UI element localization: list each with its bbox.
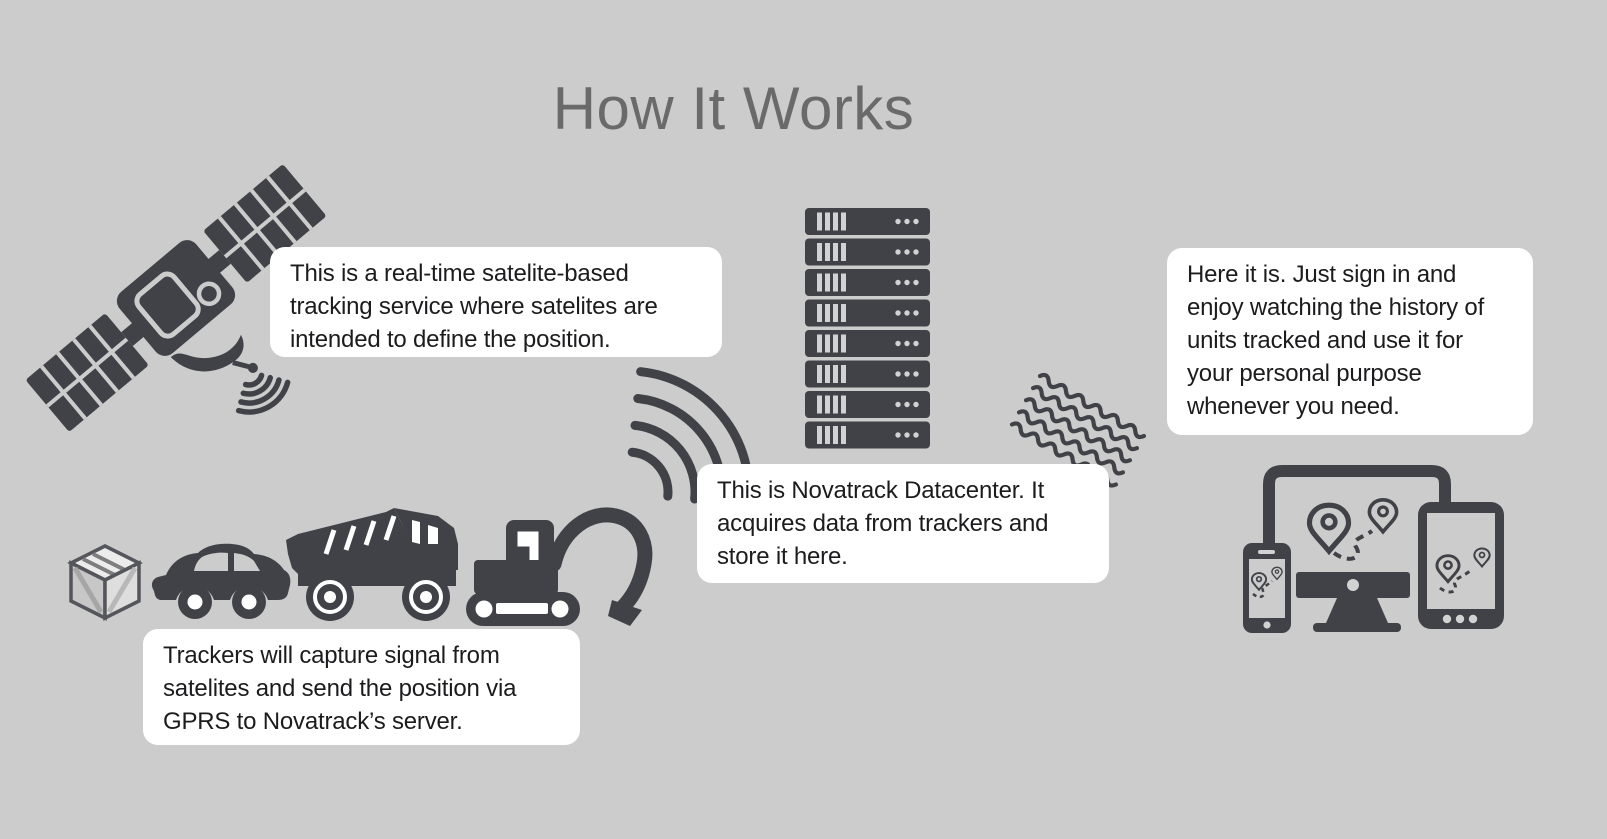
server-rack-icon [805,208,930,449]
location-pin-icon [1309,505,1348,551]
server-unit [805,421,930,449]
server-unit [805,330,930,357]
server-unit [805,360,930,388]
callout-satellite: This is a real-time satelite-based track… [270,247,722,357]
page-title: How It Works [552,75,915,142]
data-transmission-waves-icon [1009,372,1147,488]
callout-datacenter: This is Novatrack Datacenter. It acquire… [697,464,1109,583]
car-icon [151,543,291,619]
server-unit [805,299,930,327]
satellite-icon [26,165,326,431]
callout-trackers: Trackers will capture signal from sateli… [143,629,580,745]
tracking-route-path [1439,569,1471,594]
tablet-icon [1418,502,1504,629]
smartphone-icon [1243,543,1291,633]
server-unit [805,238,930,266]
cargo-crate-icon [67,544,143,621]
satellite-body [116,240,236,356]
dump-truck-icon [286,508,458,621]
tracking-route-path [1332,529,1374,561]
excavator-icon [466,507,653,626]
signal-waves-icon [235,372,291,415]
callout-client: Here it is. Just sign in and enjoy watch… [1167,248,1533,435]
server-unit [805,208,930,235]
satellite-dish [170,334,244,372]
server-unit [805,391,930,418]
desktop-monitor-icon [1263,465,1451,632]
server-unit [805,269,930,296]
location-pin-icon [1367,497,1399,534]
tracking-route-path [1252,580,1273,599]
